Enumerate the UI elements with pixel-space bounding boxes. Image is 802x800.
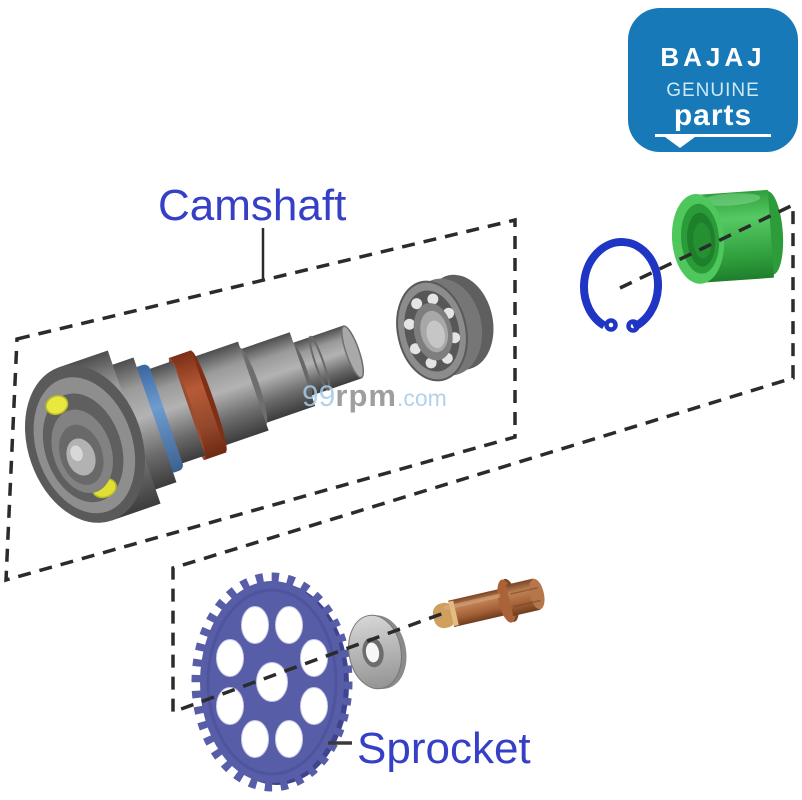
bearing-ball-yellow-top [45,395,69,416]
logo-genuine-text: GENUINE [666,80,760,101]
assembly-axis-dashed-line [171,202,795,715]
bajaj-genuine-parts-logo: BAJAJ GENUINE parts [628,8,798,152]
logo-underline-arrow-icon [655,134,771,148]
ball-bearing-illustration [396,274,494,382]
logo-parts-text: parts [673,99,753,132]
bolt-illustration [432,578,545,629]
camshaft-illustration [24,325,365,523]
camshaft-label: Camshaft [158,181,347,230]
watermark-domain: .com [396,385,447,411]
camshaft-dashed-box [4,217,517,583]
watermark: 99rpm.com [302,380,447,412]
washer-illustration [348,614,407,690]
bushing-illustration [671,189,784,284]
logo-brand-text: BAJAJ [660,42,766,72]
watermark-99: 99 [302,380,336,413]
sprocket-illustration [191,572,353,792]
sprocket-label: Sprocket [357,724,531,773]
watermark-rpm: rpm [335,378,397,413]
circlip-illustration [579,238,663,334]
